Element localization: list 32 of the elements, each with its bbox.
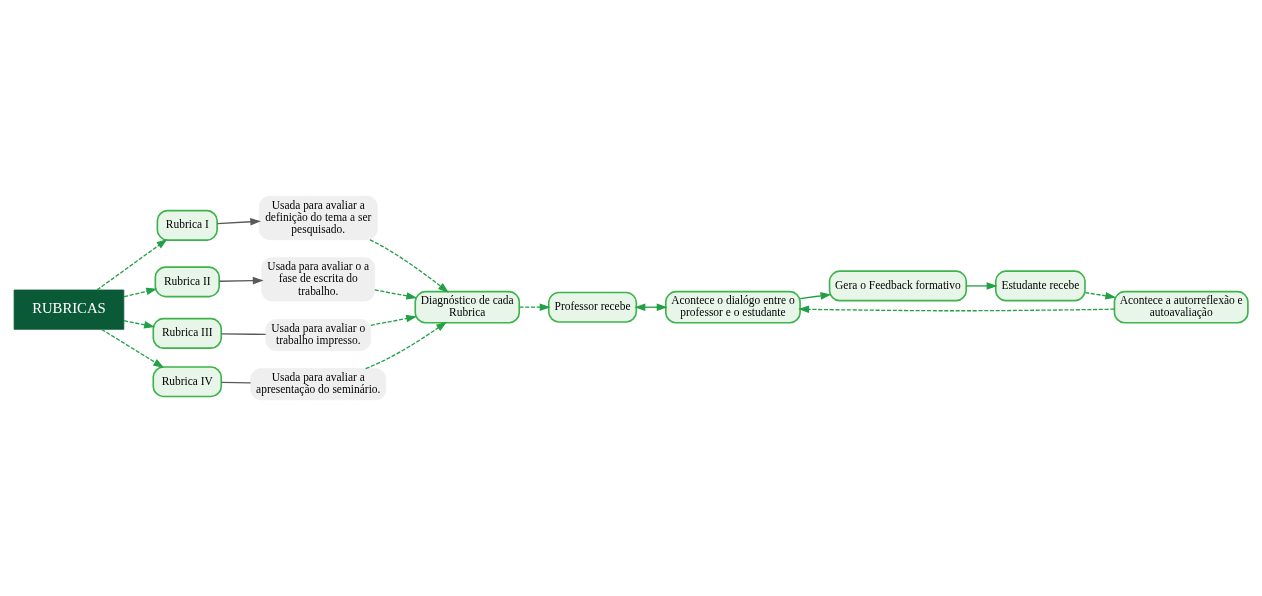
arrow [218,276,264,285]
node-box: Usada para avaliar o a fase de escrita do trabalho. [261,257,376,302]
node-box: Usada para avaliar a apresentação do seminário. [250,368,387,401]
arrow [96,239,168,291]
connector [220,381,252,384]
arrow [374,289,418,300]
node-box: Gera o Feedback formativo [828,270,968,302]
arrow [369,239,449,293]
node-box: Rubrica IV [152,366,223,398]
node-box: Estudante recebe [994,270,1086,302]
node-box: Acontece a autorreflexão e autoavaliação [1113,290,1249,324]
node-box: RUBRICAS [13,289,125,330]
node-box: Diagnóstico de cada Rubrica [414,290,521,324]
connector [220,333,267,336]
arrow [1084,292,1117,300]
node-box: Acontece o dialógo entre o professor e o estudante [664,290,801,324]
arrow [101,328,165,368]
arrow [216,218,262,226]
node-box: Rubrica II [154,266,220,298]
arrow [123,287,158,298]
arrow [123,320,155,329]
arrow [965,282,998,290]
arrow [518,303,551,311]
arrow [364,321,447,370]
node-box: Rubrica III [152,317,223,349]
arrow [370,314,417,326]
node-box: Usada para avaliar o trabalho impresso. [265,319,372,351]
node-box: Rubrica I [156,209,218,241]
arrow [798,305,1116,314]
node-box: Usada para avaliar a definição do tema a ser pesquisado. [258,195,378,241]
arrow [799,292,832,300]
node-box: Professor recebe [547,291,638,323]
